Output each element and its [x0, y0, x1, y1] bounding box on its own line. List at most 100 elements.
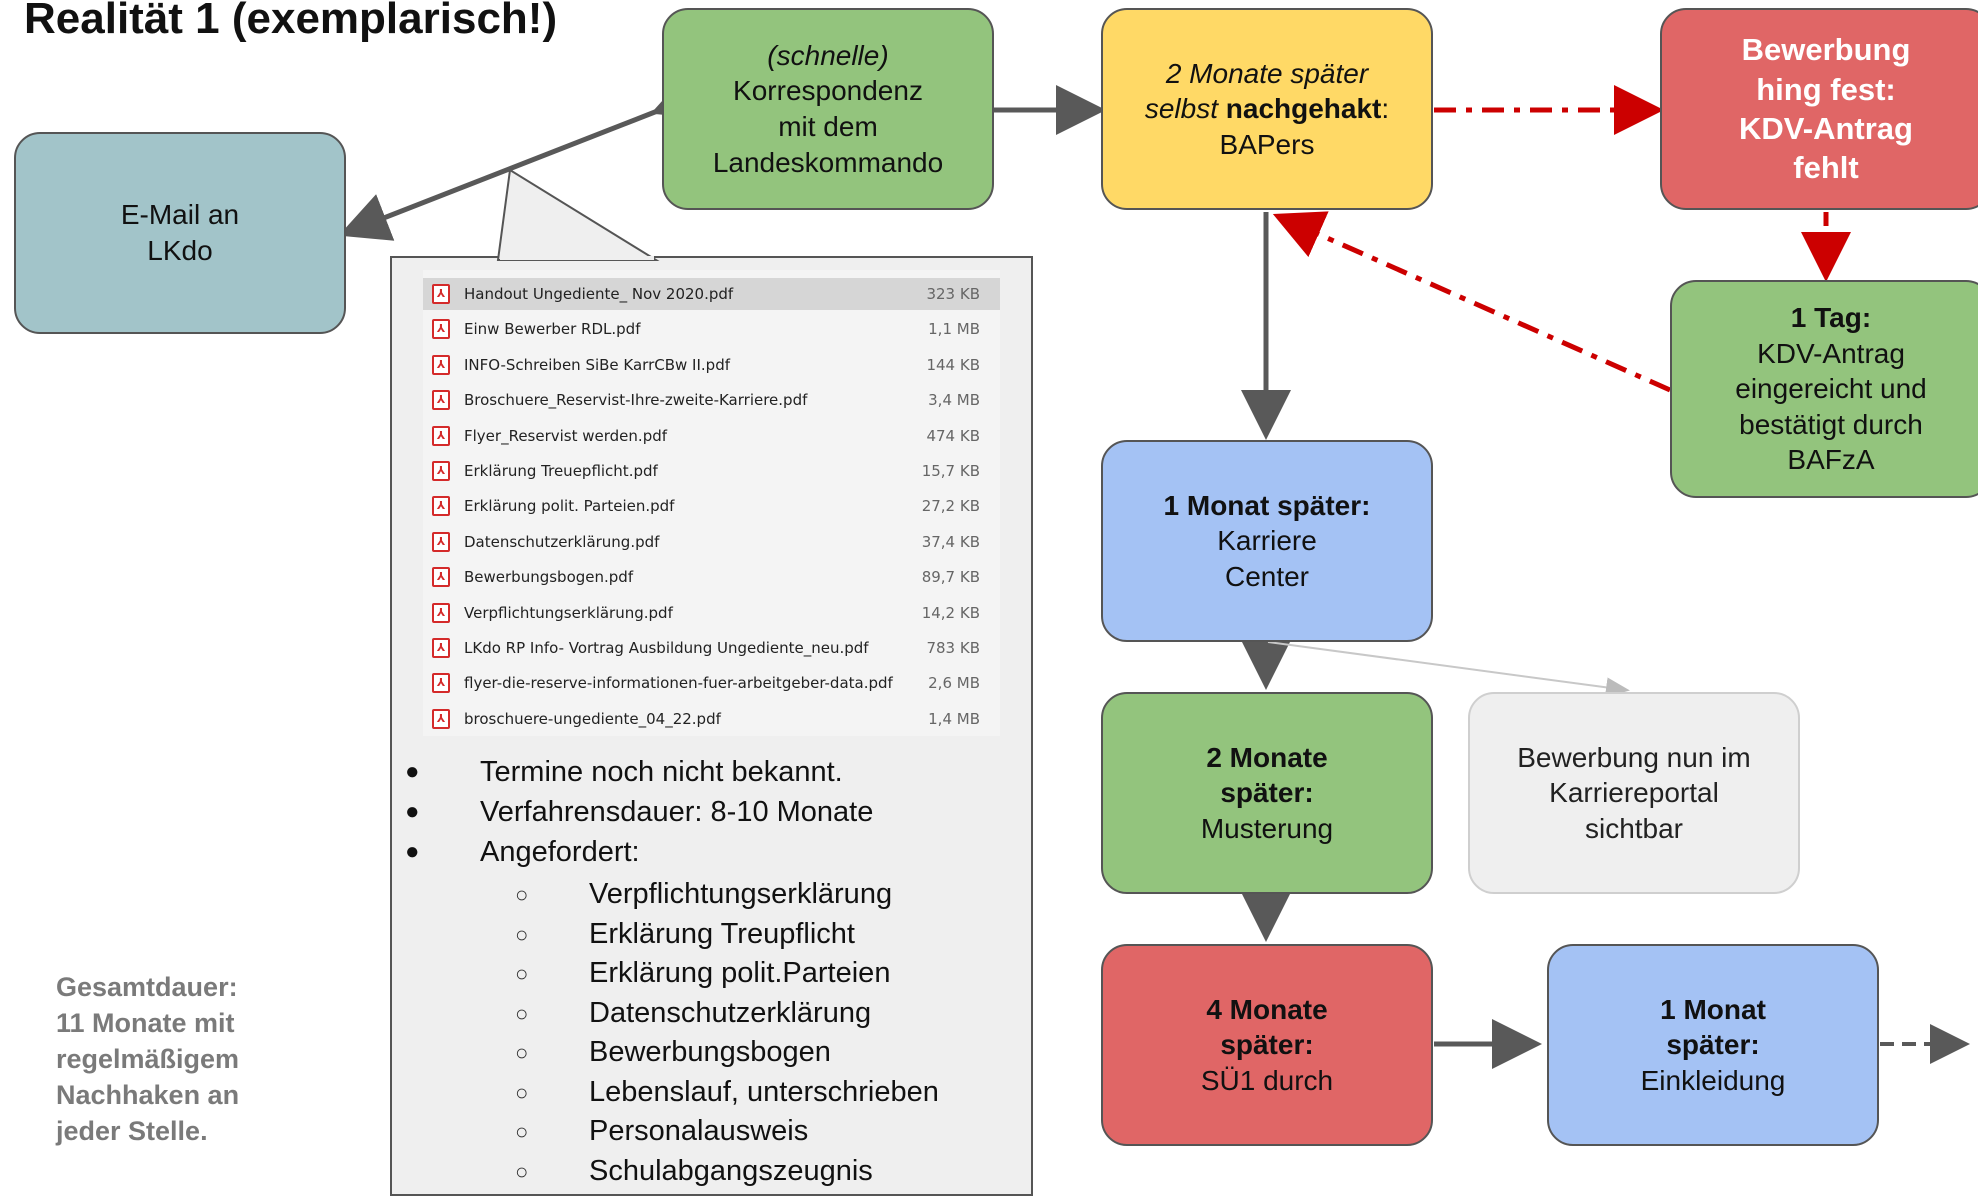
node-su1-line1: 4 Monate	[1206, 993, 1328, 1025]
summary-line: 11 Monate mit	[56, 1007, 235, 1038]
sub-bullet-item: Erklärung polit.Parteien	[589, 957, 891, 989]
node-nachgehakt: 2 Monate später selbst nachgehakt: BAPer…	[1101, 8, 1433, 210]
sub-bullet-marker: ○	[515, 921, 529, 947]
pdf-icon: ⅄	[432, 319, 450, 340]
node-su1: 4 Monate später: SÜ1 durch	[1101, 944, 1433, 1146]
file-size: 144 KB	[926, 355, 980, 374]
file-size: 1,4 MB	[928, 709, 980, 728]
node-bewerbung-line1: Bewerbung	[1741, 32, 1911, 68]
bullet-item: Angefordert:	[480, 836, 640, 868]
node-karriere-center: 1 Monat später: Karriere Center	[1101, 440, 1433, 642]
pdf-icon: ⅄	[432, 496, 450, 517]
file-name: flyer-die-reserve-informationen-fuer-arb…	[464, 674, 893, 693]
node-musterung-line1: 2 Monate	[1206, 741, 1328, 773]
sub-bullet-item: Schulabgangszeugnis	[589, 1154, 873, 1187]
node-email-lkdo: E-Mail an LKdo	[14, 132, 346, 334]
file-name: Einw Bewerber RDL.pdf	[464, 320, 641, 339]
node-kdv-tag: 1 Tag: KDV-Antrag eingereicht und bestät…	[1670, 280, 1978, 498]
file-name: Datenschutzerklärung.pdf	[464, 532, 660, 551]
sub-bullet-marker: ○	[515, 1119, 529, 1144]
file-name: broschuere-ungediente_04_22.pdf	[464, 709, 721, 728]
node-nachgehakt-bold: nachgehakt	[1225, 93, 1382, 125]
file-size: 474 KB	[926, 426, 980, 445]
file-size: 37,4 KB	[921, 532, 980, 551]
pdf-icon: ⅄	[432, 567, 450, 588]
node-musterung: 2 Monate später: Musterung	[1101, 692, 1433, 894]
file-row[interactable]: ⅄ Broschuere_Reservist-Ihre-zweite-Karrie…	[423, 384, 1000, 416]
node-email-line2: LKdo	[147, 235, 213, 266]
node-karriereportal: Bewerbung nun im Karriereportal sichtbar	[1468, 692, 1800, 894]
node-einkleidung-line1: 1 Monat	[1660, 993, 1766, 1025]
summary-line: Nachhaken an	[56, 1079, 240, 1110]
file-size: 1,1 MB	[928, 320, 980, 339]
node-kdv-line1: 1 Tag:	[1790, 302, 1872, 334]
bullet-marker: ●	[405, 798, 420, 825]
node-su1-line2: später:	[1220, 1029, 1314, 1061]
node-portal-line1: Bewerbung nun im	[1517, 741, 1751, 773]
file-row[interactable]: ⅄LKdo RP Info- Vortrag Ausbildung Ungedi…	[423, 632, 1000, 664]
node-bewerbung-line3: KDV-Antrag	[1739, 111, 1913, 146]
node-portal-line3: sichtbar	[1584, 812, 1684, 844]
sub-bullet-marker: ○	[515, 1079, 529, 1105]
pdf-icon: ⅄	[432, 390, 450, 411]
sub-bullet-marker: ○	[515, 1000, 529, 1026]
node-karriere-line2: Karriere	[1217, 525, 1317, 557]
file-size: 2,6 MB	[928, 674, 980, 693]
bullet-marker: ●	[405, 838, 420, 865]
summary-line: regelmäßigem	[56, 1043, 240, 1074]
node-korrespondenz: (schnelle) Korrespondenz mit dem Landesk…	[662, 8, 994, 210]
node-korrespondenz-line1: (schnelle)	[767, 39, 889, 71]
sub-bullet-marker: ○	[515, 882, 529, 907]
arrow-kdv-nachgehakt	[1272, 211, 1672, 393]
sub-bullet-item: Personalausweis	[589, 1115, 809, 1147]
file-size: 323 KB	[926, 285, 980, 303]
file-row[interactable]: ⅄ broschuere-ungediente_04_22.pdf 1,4 MB	[423, 703, 1000, 735]
file-row[interactable]: ⅄ Einw Bewerber RDL.pdf 1,1 MB	[423, 313, 1000, 345]
node-bewerbung-fest: Bewerbung hing fest: KDV-Antrag fehlt	[1660, 8, 1978, 210]
sub-bullet-marker: ○	[515, 1158, 529, 1184]
file-row[interactable]: ⅄ Datenschutzerklärung.pdf 37,4 KB	[423, 526, 1000, 558]
sub-bullet-item: Lebenslauf, unterschrieben	[589, 1075, 939, 1108]
pdf-icon: ⅄	[432, 354, 450, 375]
pdf-icon: ⅄	[432, 708, 450, 729]
node-kdv-line2: KDV-Antrag	[1757, 337, 1905, 369]
node-nachgehakt-line1: 2 Monate später	[1165, 57, 1369, 89]
node-korrespondenz-line3: mit dem	[778, 111, 878, 142]
node-einkleidung-line3: Einkleidung	[1640, 1064, 1786, 1096]
node-su1-line3: SÜ1 durch	[1200, 1064, 1334, 1096]
node-korrespondenz-line4: Landeskommando	[712, 146, 944, 178]
node-einkleidung-line2: später:	[1666, 1029, 1760, 1061]
node-nachgehakt-colon: :	[1381, 93, 1390, 125]
node-kdv-line4: bestätigt durch	[1739, 408, 1923, 440]
node-bewerbung-line4: fehlt	[1793, 150, 1859, 186]
sub-bullet-item: Verpflichtungserklärung	[589, 878, 893, 910]
pdf-icon: ⅄	[432, 531, 450, 552]
arrow-email-korrespondenz	[338, 72, 707, 241]
bullet-marker: ●	[405, 758, 420, 785]
node-email-line1: E-Mail an	[120, 199, 240, 231]
bullet-item: Verfahrensdauer: 8-10 Monate	[480, 796, 874, 828]
file-row[interactable]: ⅄ INFO-Schreiben SiBe KarrCBw II.pdf 144 K…	[423, 349, 1000, 381]
file-name: Bewerbungsbogen.pdf	[464, 568, 634, 587]
summary-line: Gesamtdauer:	[56, 972, 238, 1002]
pdf-icon: ⅄	[432, 602, 450, 623]
file-name: Broschuere_Reservist-Ihre-zweite-Karrier…	[464, 391, 808, 410]
node-einkleidung: 1 Monat später: Einkleidung	[1547, 944, 1879, 1146]
node-musterung-line3: Musterung	[1200, 812, 1334, 844]
sub-bullet-item: Datenschutzerklärung	[589, 996, 872, 1029]
file-name: Erklärung polit. Parteien.pdf	[464, 497, 675, 516]
file-size: 783 KB	[926, 639, 980, 657]
file-row[interactable]: ⅄flyer-die-reserve-informationen-fuer-ar…	[423, 667, 1000, 699]
file-name: INFO-Schreiben SiBe KarrCBw II.pdf	[464, 355, 730, 374]
bullet-item: Termine noch nicht bekannt.	[480, 756, 843, 788]
file-size: 14,2 KB	[921, 603, 980, 622]
page-title: Realität 1 (exemplarisch!)	[24, 0, 558, 43]
